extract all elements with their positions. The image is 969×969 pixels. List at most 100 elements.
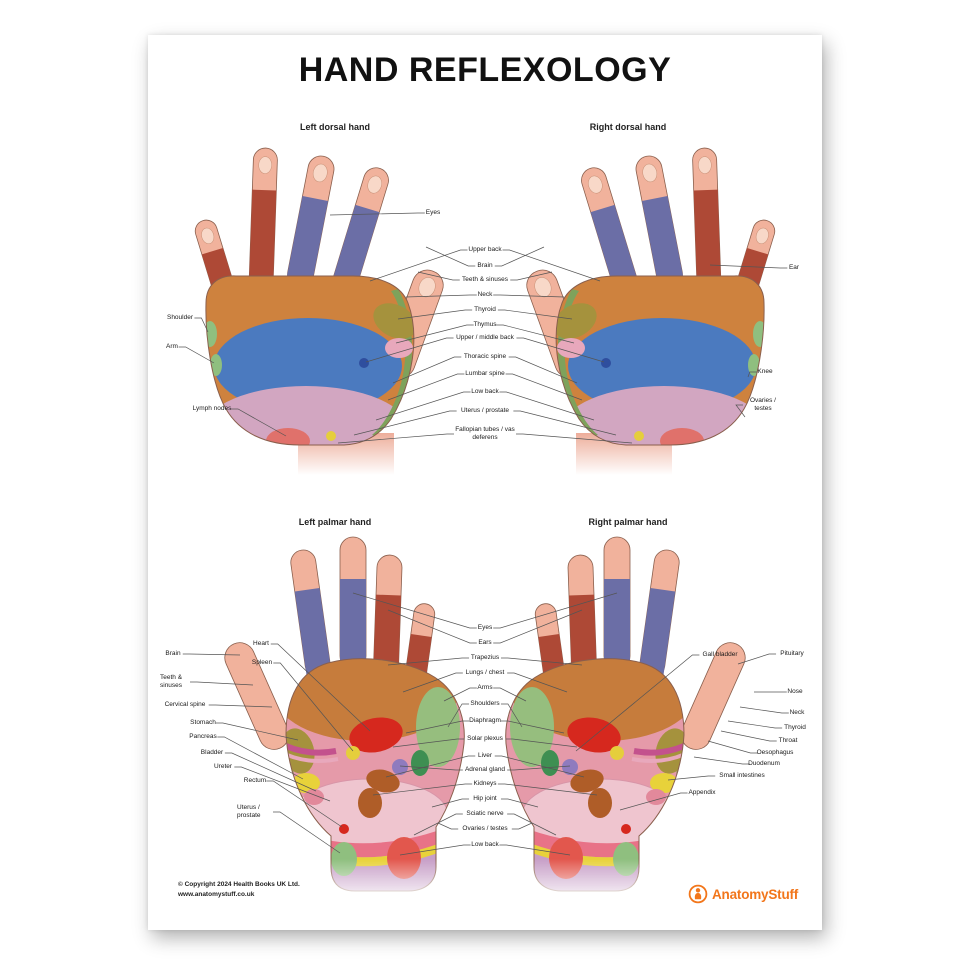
leader-line <box>735 404 746 418</box>
leader-line <box>516 433 633 444</box>
hands-illustration <box>178 35 789 930</box>
leader-line <box>329 212 425 216</box>
subtitle-left-dorsal: Left dorsal hand <box>299 122 371 132</box>
leader-line <box>266 780 343 828</box>
leader-line <box>494 246 545 267</box>
leader-line <box>234 766 331 802</box>
label-d-shoulder: Shoulder <box>166 314 194 322</box>
label-p-ears: Ears <box>478 639 492 647</box>
label-p-spleen: Spleen <box>251 659 273 667</box>
leader-line <box>497 783 598 796</box>
leader-line <box>500 657 583 666</box>
label-p-thyroid: Thyroid <box>784 724 806 732</box>
leader-line <box>500 703 523 728</box>
label-p-lungs-chest: Lungs / chest <box>465 669 505 677</box>
subtitle-left-palmar: Left palmar hand <box>298 517 372 527</box>
label-d-lumbar-spine: Lumbar spine <box>465 370 505 378</box>
leader-line <box>493 592 618 629</box>
leader-line <box>178 346 215 364</box>
leader-line <box>739 706 789 714</box>
subtitle-right-dorsal: Right dorsal hand <box>589 122 667 132</box>
label-p-low-back: Low back <box>471 841 499 849</box>
leader-line <box>693 756 750 765</box>
label-p-arms: Arms <box>477 684 493 692</box>
leader-line <box>353 410 457 436</box>
label-p-throat: Throat <box>778 737 798 745</box>
label-p-duodenum: Duodenum <box>748 760 780 768</box>
label-d-low-back: Low back <box>471 388 499 396</box>
leader-line <box>369 249 468 282</box>
leader-line <box>392 356 462 384</box>
leader-line <box>500 720 565 734</box>
label-d-ear: Ear <box>788 264 800 272</box>
label-p-teeth-sinuses: Teeth & sinuses <box>160 674 183 689</box>
leader-line <box>399 844 471 856</box>
label-p-adrenal-gland: Adrenal gland <box>464 766 506 774</box>
leader-line <box>494 755 585 778</box>
label-p-kidneys: Kidneys <box>473 780 497 788</box>
leader-line <box>270 643 371 732</box>
leader-line <box>507 765 571 771</box>
leader-line <box>709 264 788 269</box>
label-p-pancreas: Pancreas <box>189 733 217 741</box>
copyright-line2: www.anatomystuff.co.uk <box>178 890 255 898</box>
leader-lines <box>178 212 789 856</box>
leader-line <box>747 371 757 378</box>
leader-line <box>273 811 341 854</box>
label-p-sciatic-nerve: Sciatic nerve <box>466 810 504 818</box>
label-p-shoulders: Shoulders <box>470 700 500 708</box>
leader-line <box>417 271 460 281</box>
leader-line <box>727 720 783 729</box>
leader-line <box>443 687 477 702</box>
label-p-small-intestines: Small intestines <box>719 772 765 780</box>
leader-line <box>224 752 317 792</box>
leader-line <box>707 740 758 754</box>
leader-line <box>500 798 539 808</box>
leader-line <box>720 730 777 742</box>
label-p-eyes: Eyes <box>477 624 493 632</box>
label-d-thyroid: Thyroid <box>474 306 496 314</box>
leader-line <box>619 792 688 811</box>
label-p-hip-joint: Hip joint <box>473 795 497 803</box>
leader-line <box>505 373 583 401</box>
leader-line <box>437 822 459 830</box>
leader-line <box>337 433 454 444</box>
label-d-upper-back: Upper back <box>468 246 502 254</box>
leader-line <box>273 662 354 752</box>
label-p-pituitary: Pituitary <box>780 650 804 658</box>
leader-line <box>502 249 601 282</box>
leader-line <box>182 653 241 656</box>
label-d-brain: Brain <box>477 262 493 270</box>
copyright-line1: © Copyright 2024 Health Books UK Ltd. <box>178 881 300 888</box>
label-d-upper-middle-back: Upper / middle back <box>456 334 514 342</box>
label-p-gall-bladder: Gall bladder <box>702 651 738 659</box>
leader-line <box>499 391 595 421</box>
leader-line <box>399 765 463 771</box>
leader-line <box>397 309 473 320</box>
leader-line <box>372 783 473 796</box>
label-p-ovaries-testes: Ovaries / testes <box>462 825 508 833</box>
label-d-neck: Neck <box>477 291 493 299</box>
leader-line <box>405 720 470 734</box>
label-p-heart: Heart <box>253 640 269 648</box>
label-d-ovaries-testes: Ovaries / testes <box>749 397 776 412</box>
leader-line <box>513 410 617 436</box>
poster-title: HAND REFLEXOLOGY <box>298 51 672 89</box>
leader-line <box>413 813 463 836</box>
leader-line <box>497 309 573 320</box>
leader-line <box>510 271 553 281</box>
leader-line <box>365 337 454 363</box>
label-p-trapezius: Trapezius <box>470 654 500 662</box>
leader-line <box>208 704 273 708</box>
label-p-brain: Brain <box>165 650 181 658</box>
label-p-solar-plexus: Solar plexus <box>467 735 503 743</box>
subtitle-right-palmar: Right palmar hand <box>588 517 668 527</box>
label-p-nose: Nose <box>787 688 803 696</box>
poster: HAND REFLEXOLOGY Left dorsal hand Right … <box>148 35 822 930</box>
leader-line <box>352 592 477 629</box>
leader-line <box>493 294 565 298</box>
leader-line <box>387 609 477 644</box>
label-p-uterus-prostate: Uterus / prostate <box>237 804 261 819</box>
leader-line <box>190 681 254 686</box>
